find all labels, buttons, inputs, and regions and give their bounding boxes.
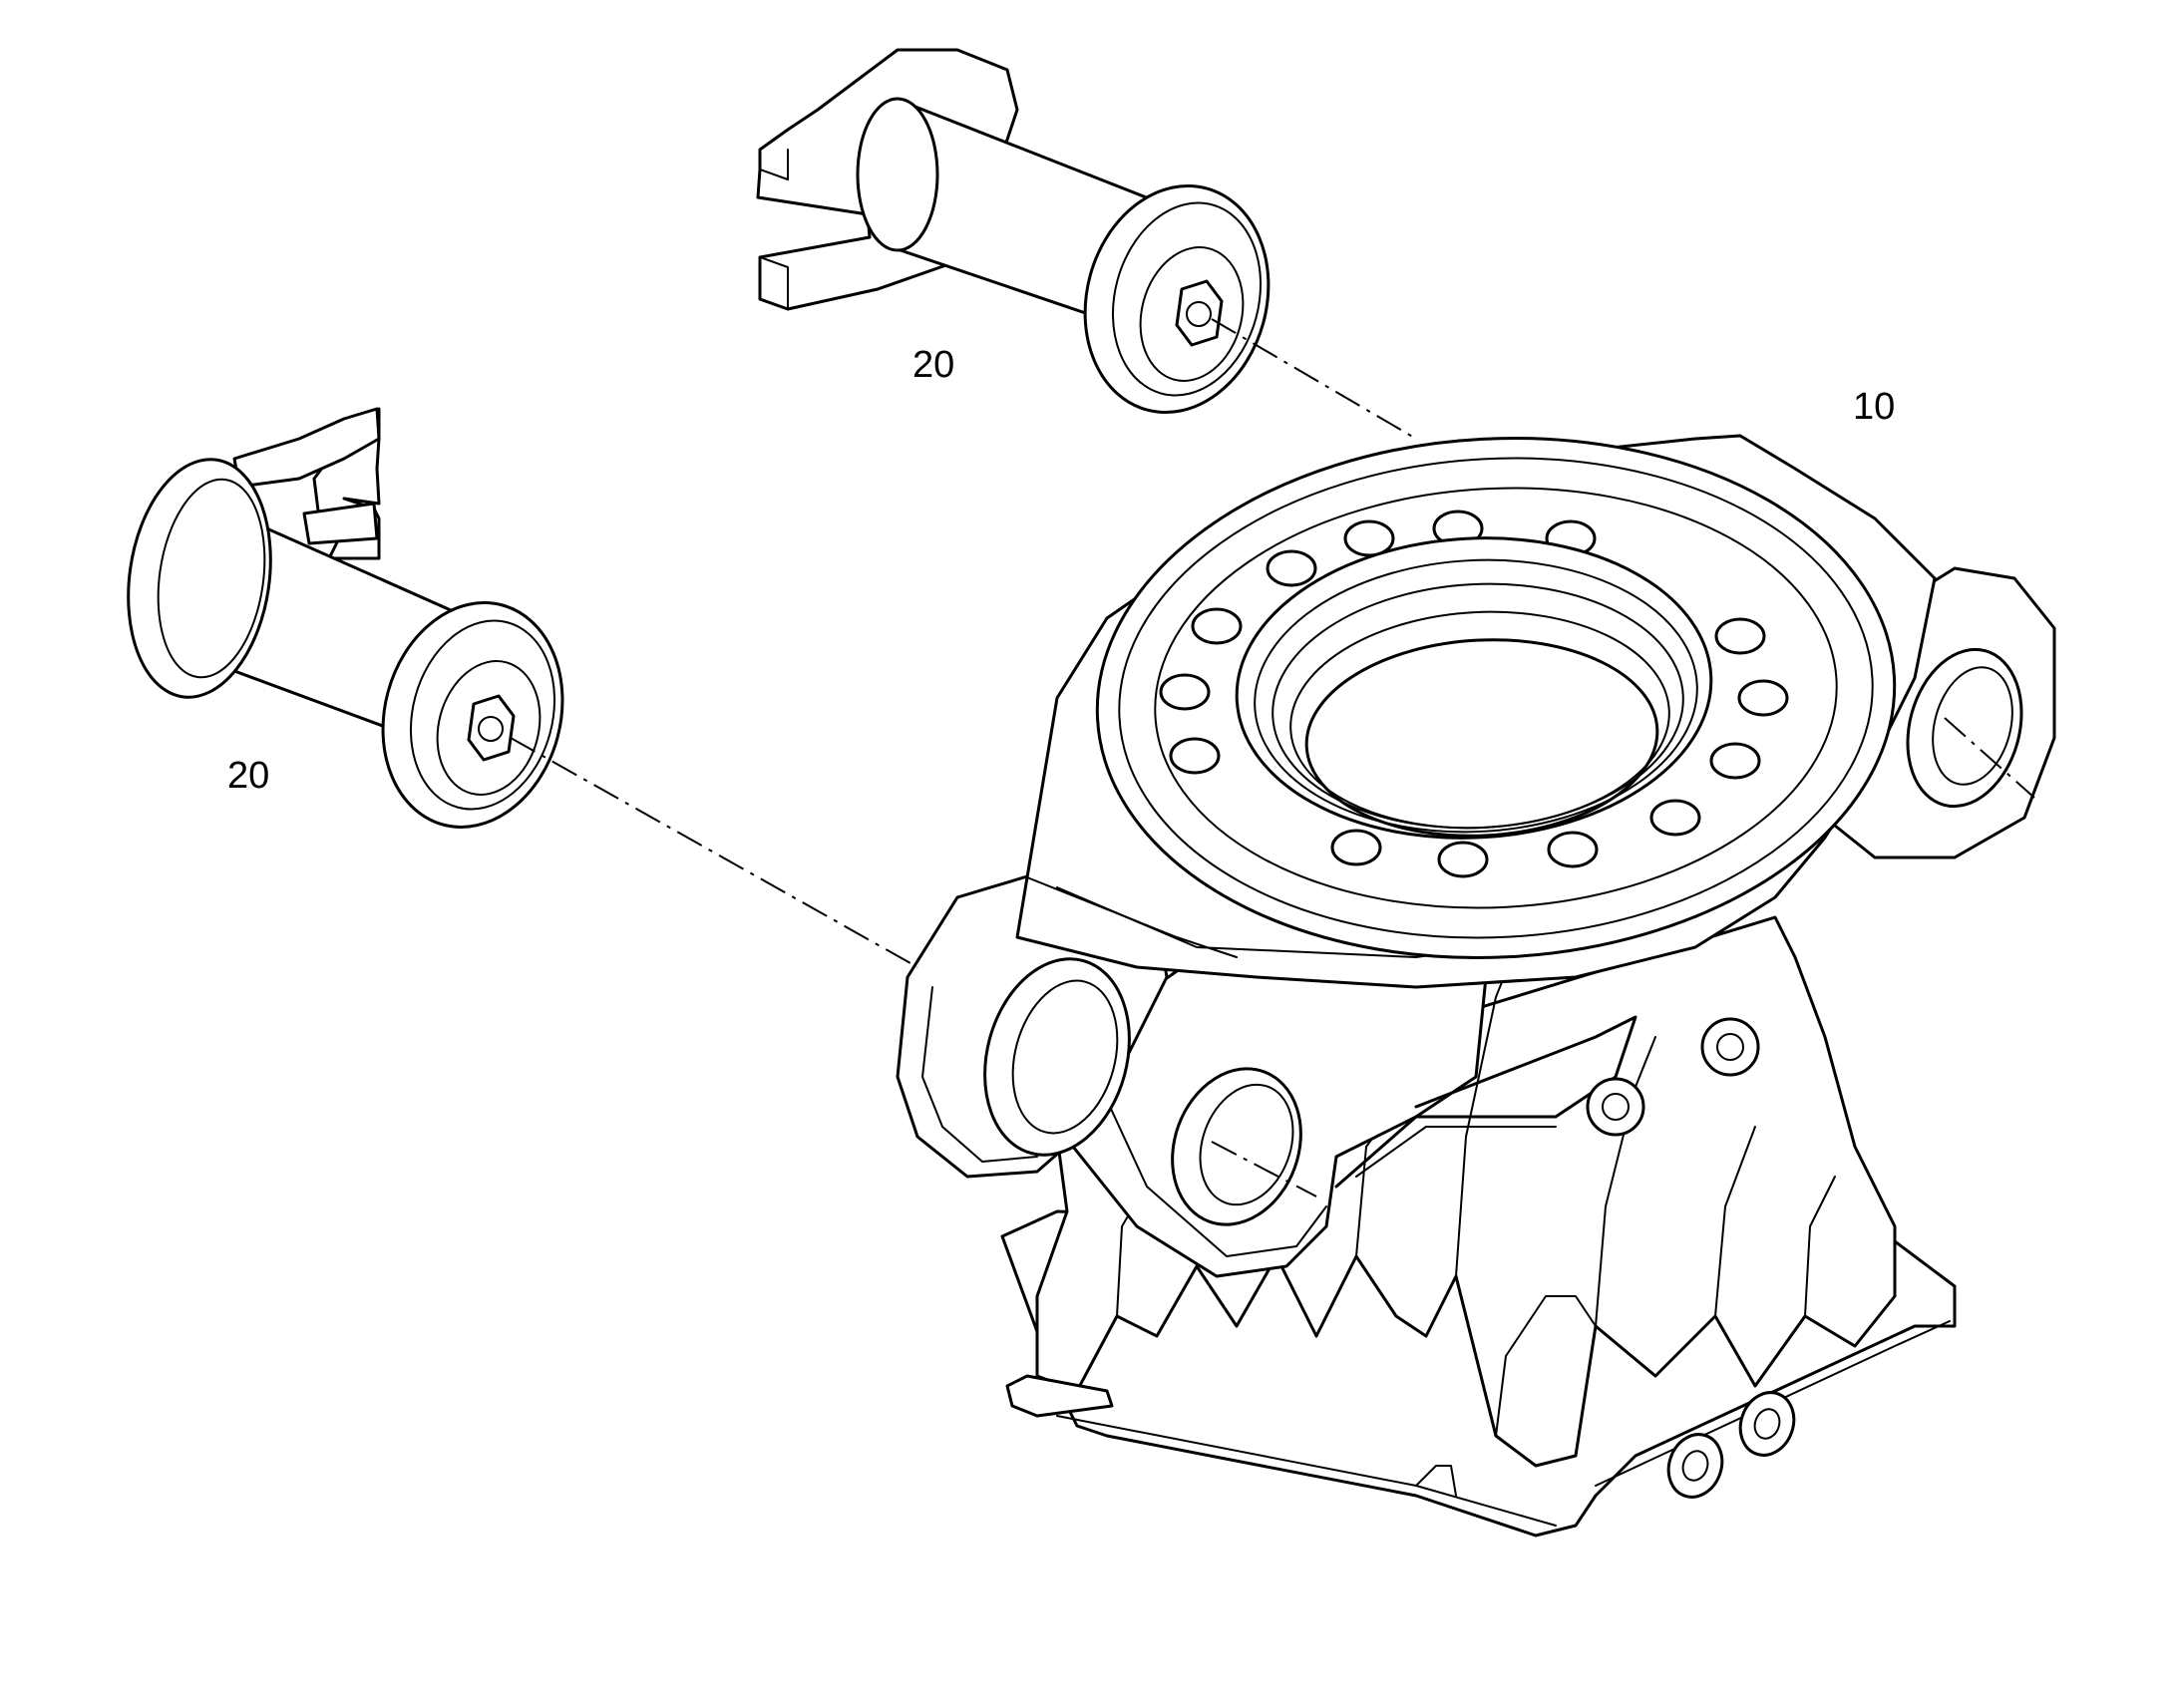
boss-left bbox=[1586, 1077, 1645, 1137]
boss-right bbox=[1700, 1017, 1760, 1077]
callout-pin-upper: 20 bbox=[912, 344, 954, 386]
axis-lug-bore bbox=[1211, 1141, 1317, 1197]
housing-lower-body bbox=[1035, 915, 1897, 1468]
base-tab bbox=[1005, 1374, 1114, 1418]
pin-upper-part-20 bbox=[756, 48, 1271, 414]
pin-lower-part-20 bbox=[127, 407, 564, 829]
axis-lower-pin bbox=[510, 737, 918, 968]
axis-upper-pin bbox=[1211, 318, 1417, 440]
pin-lower-nut bbox=[467, 694, 516, 762]
lug-rear-bore bbox=[983, 957, 1131, 1157]
callout-housing: 10 bbox=[1853, 386, 1895, 428]
callout-pin-lower: 20 bbox=[227, 755, 269, 797]
housing-part-10 bbox=[896, 434, 2056, 1537]
pin-upper-nut bbox=[1175, 279, 1224, 347]
assembly-axes bbox=[510, 318, 2035, 1197]
axis-right-bore bbox=[1944, 717, 2035, 799]
pin-upper-head bbox=[1083, 184, 1271, 414]
base-bolt-holes bbox=[1666, 1391, 1796, 1499]
flange-bolt-holes bbox=[1159, 510, 1789, 878]
lug-front-bore bbox=[1171, 1067, 1302, 1226]
